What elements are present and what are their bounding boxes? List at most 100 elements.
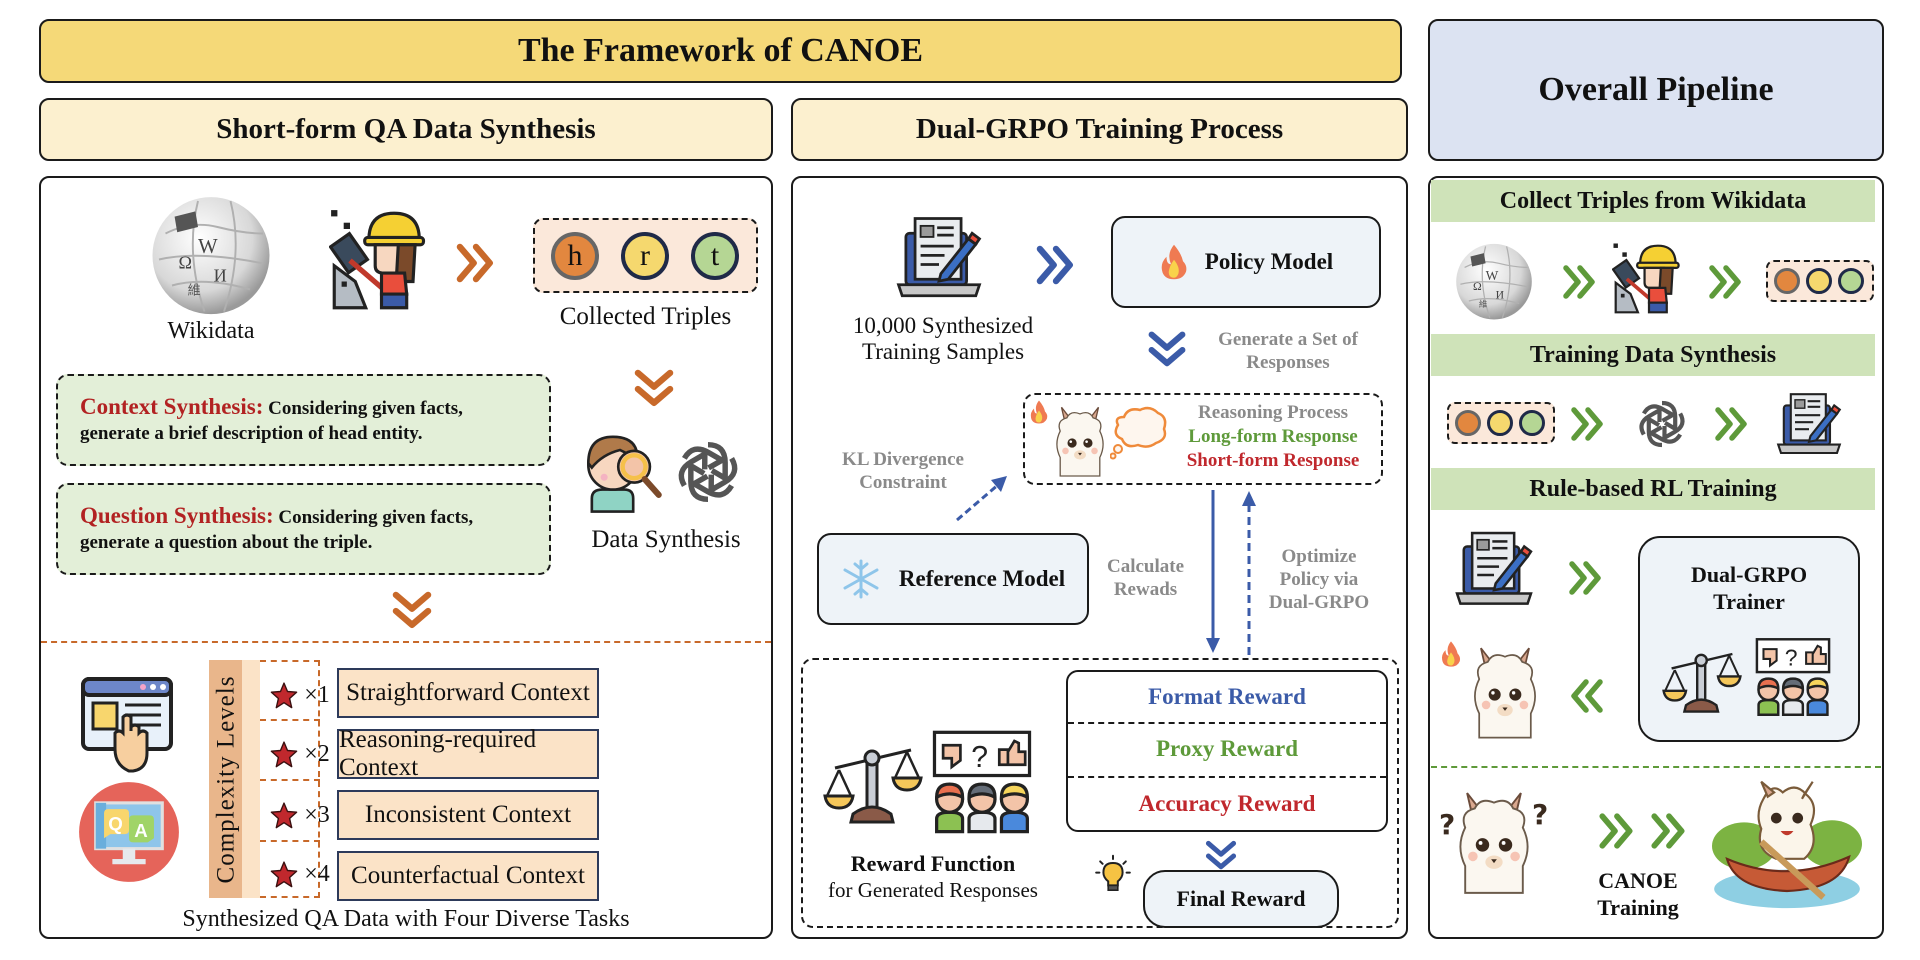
canoe-training-line1: CANOE	[1598, 868, 1678, 893]
optimize-arrow	[1242, 491, 1256, 655]
scale-icon	[823, 730, 923, 830]
accuracy-reward: Accuracy Reward	[1138, 791, 1316, 816]
section-header-right-text: Overall Pipeline	[1538, 71, 1774, 108]
responses-box: Reasoning Process Long-form Response Sho…	[1023, 393, 1383, 485]
reward-function-box: Reward Function for Generated Responses …	[801, 658, 1399, 928]
context-synthesis-title: Context Synthesis:	[80, 394, 264, 419]
thought-bubble-icon	[1110, 406, 1167, 460]
kl-label: KL Divergence Constraint	[833, 446, 973, 496]
reward-list: Format Reward Proxy Reward Accuracy Rewa…	[1066, 670, 1388, 832]
star-icon	[270, 740, 298, 768]
chevron-right-icon	[1712, 404, 1752, 444]
collected-triples-label: Collected Triples	[559, 303, 732, 330]
section-header-middle-text: Dual-GRPO Training Process	[915, 113, 1284, 145]
pipeline-step-collect: Collect Triples from Wikidata	[1431, 180, 1875, 222]
triple-mini-head	[1774, 268, 1800, 294]
level-1: ×1	[260, 665, 340, 725]
optimize-label: Optimize Policy via Dual-GRPO	[1259, 543, 1379, 615]
llama-canoe-icon	[1712, 776, 1862, 916]
pipeline-divider	[1431, 766, 1881, 768]
feedback-group-icon	[928, 728, 1036, 836]
fire-icon	[1440, 640, 1462, 668]
web-click-icon	[79, 673, 179, 773]
task-label: Inconsistent Context	[364, 801, 572, 828]
laptop-document-icon	[893, 213, 985, 305]
star-icon	[270, 681, 298, 709]
level-1-stars: ×1	[304, 681, 330, 708]
samples-label: 10,000 Synthesized Training Samples	[823, 311, 1063, 367]
triple-relation: r	[621, 232, 669, 280]
triple-mini-box	[1447, 402, 1555, 444]
triple-mini-box	[1766, 260, 1874, 302]
samples-label-line2: Training Samples	[861, 339, 1025, 364]
complexity-label: Complexity Levels	[212, 675, 239, 884]
trainer-label: Dual-GRPO Trainer	[1640, 560, 1858, 616]
task-counterfactual: Counterfactual Context	[337, 851, 599, 901]
question-synthesis-box: Question Synthesis: Considering given fa…	[56, 483, 551, 575]
level-divider	[260, 779, 320, 781]
section-header-left-text: Short-form QA Data Synthesis	[216, 113, 596, 145]
triple-mini-relation	[1806, 268, 1832, 294]
reward-function-subtitle: for Generated Responses	[828, 877, 1038, 902]
kl-label-line1: KL Divergence	[842, 449, 964, 470]
format-reward: Format Reward	[1148, 684, 1306, 709]
framework-title: The Framework of CANOE	[39, 19, 1402, 83]
question-mark-icon: ?	[1439, 808, 1455, 838]
chevron-left-icon	[1566, 676, 1606, 716]
optimize-label-line3: Dual-GRPO	[1268, 591, 1370, 613]
llama-icon	[1047, 403, 1113, 479]
laptop-document-icon	[1452, 528, 1536, 612]
openai-logo-icon	[1632, 394, 1692, 454]
middle-panel: 10,000 Synthesized Training Samples Poli…	[791, 176, 1408, 939]
generate-label: Generate a Set of Responses	[1203, 326, 1373, 376]
wikipedia-globe-icon	[146, 188, 276, 318]
level-divider	[260, 840, 320, 842]
level-3: ×3	[260, 785, 340, 845]
question-synthesis-text: Considering given facts, generate a ques…	[80, 507, 474, 553]
final-reward-label: Final Reward	[1176, 886, 1306, 911]
triple-mini-tail	[1838, 268, 1864, 294]
context-synthesis-box: Context Synthesis: Considering given fac…	[56, 374, 551, 466]
chevron-right-icon	[453, 240, 499, 286]
data-synthesis-label: Data Synthesis	[591, 526, 741, 553]
kl-arrow	[956, 476, 1007, 522]
framework-title-text: The Framework of CANOE	[517, 32, 924, 69]
pipeline-step-rl: Rule-based RL Training	[1431, 468, 1875, 510]
triple-tail: t	[691, 232, 739, 280]
left-footer: Synthesized QA Data with Four Diverse Ta…	[182, 905, 630, 932]
task-label: Counterfactual Context	[351, 862, 585, 889]
section-header-right: Overall Pipeline	[1428, 19, 1884, 161]
reward-divider	[1068, 776, 1386, 778]
qa-monitor-icon	[77, 780, 181, 884]
miner-icon	[329, 208, 434, 313]
calculate-label-line1: Calculate	[1106, 556, 1185, 577]
chevron-right-icon	[1706, 262, 1746, 302]
chevron-down-icon	[389, 588, 435, 634]
llama-icon	[1462, 644, 1548, 740]
calculate-label-line2: Rewads	[1113, 579, 1178, 600]
calculate-arrow	[1206, 490, 1220, 653]
level-2: ×2	[260, 724, 340, 784]
trainer-label-line1: Dual-GRPO	[1690, 562, 1808, 587]
level-3-stars: ×3	[304, 801, 330, 828]
trainer-label-line2: Trainer	[1713, 589, 1785, 614]
triple-mini-relation	[1487, 410, 1513, 436]
chevron-right-icon	[1560, 262, 1600, 302]
context-synthesis-text: Considering given facts, generate a brie…	[80, 398, 463, 444]
openai-logo-icon	[669, 433, 747, 511]
chevron-down-icon	[1203, 838, 1239, 874]
optimize-label-line1: Optimize	[1281, 545, 1357, 567]
chevron-right-icon	[1568, 404, 1608, 444]
long-form-label: Long-form Response	[1188, 426, 1358, 447]
canoe-training-line2: Training	[1597, 895, 1679, 920]
optimize-label-line2: Policy via	[1279, 568, 1359, 590]
triple-mini-tail	[1519, 410, 1545, 436]
wikipedia-globe-icon	[1452, 238, 1536, 322]
collected-triples-box: h r t	[533, 218, 758, 293]
reasoning-process-label: Reasoning Process	[1197, 402, 1349, 423]
question-mark-icon: ?	[1532, 798, 1548, 828]
response-types: Reasoning Process Long-form Response Sho…	[1173, 401, 1373, 473]
fire-icon	[1029, 399, 1049, 425]
task-reasoning-required: Reasoning-required Context	[337, 726, 599, 781]
reward-function-title: Reward Function	[850, 851, 1016, 876]
